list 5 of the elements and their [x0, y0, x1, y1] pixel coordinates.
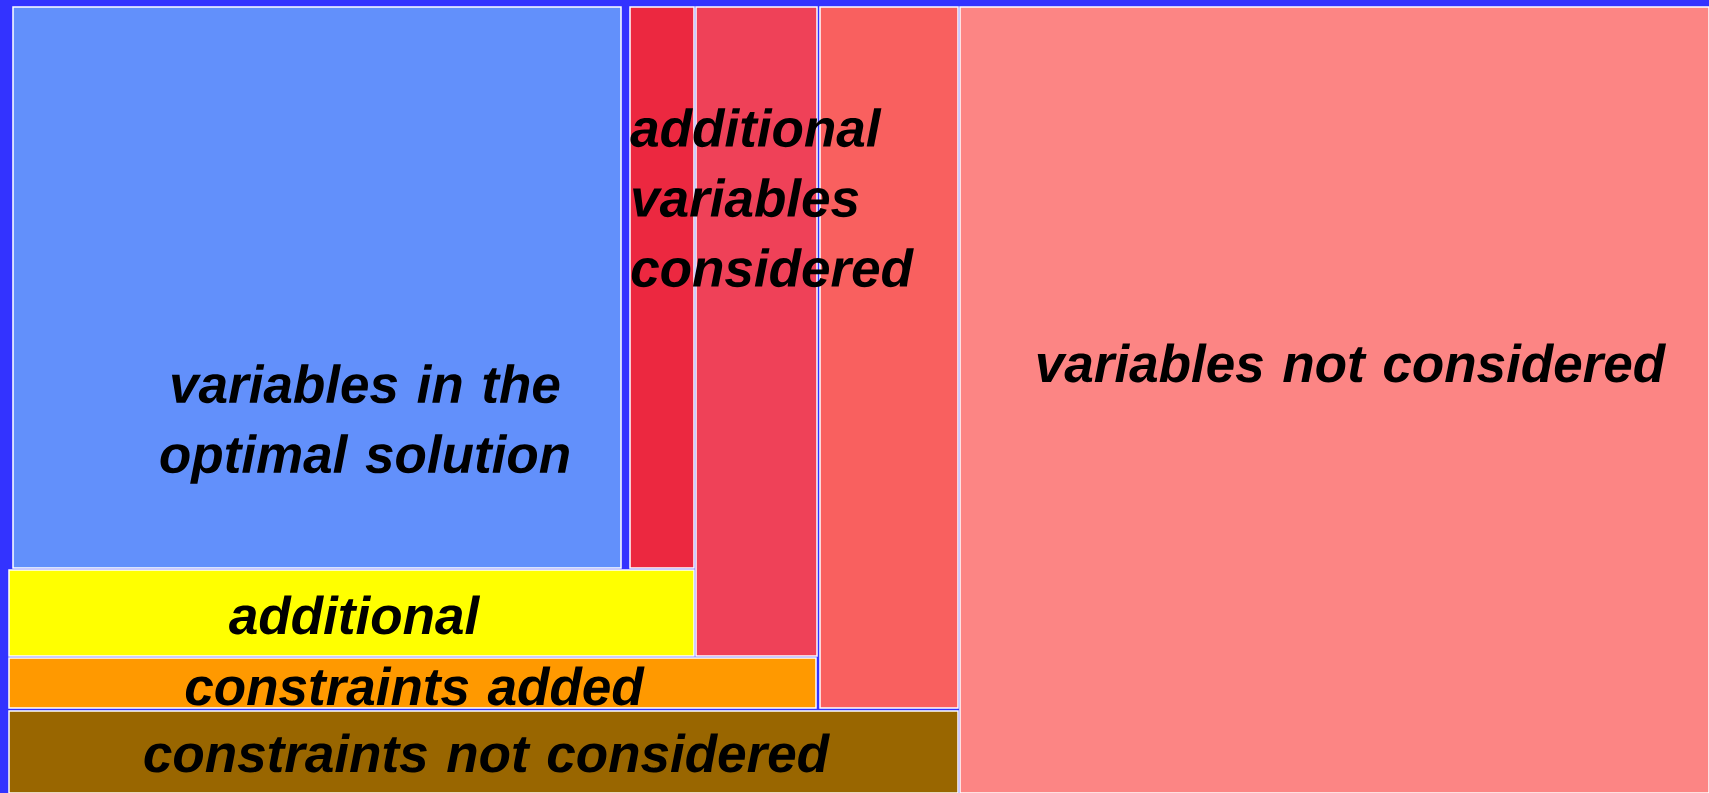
text-box: constraints added	[8, 657, 817, 709]
text-box: constraints not considered	[8, 710, 959, 793]
text-box: additional	[8, 569, 695, 657]
text-box: variables in the optimal solution	[12, 6, 622, 569]
text-box: variables not considered	[959, 6, 1709, 793]
